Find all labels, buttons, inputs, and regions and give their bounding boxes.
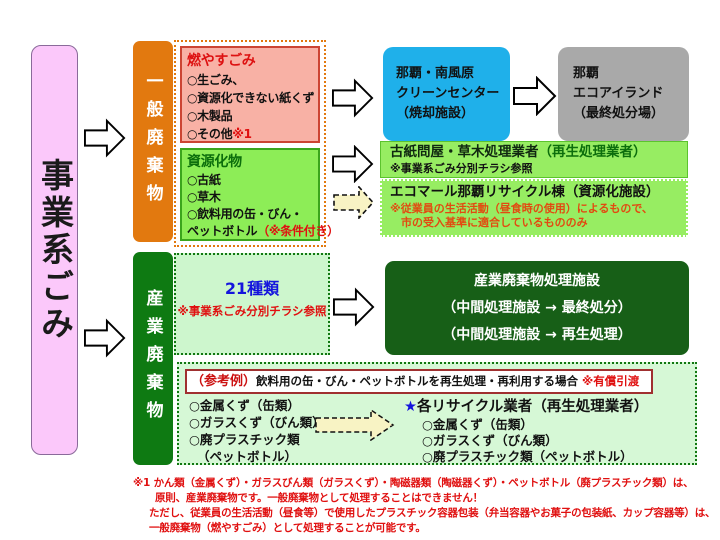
flow-arrow-to-eco-island-icon xyxy=(513,76,557,116)
industrial-kinds-box: 21種類 ※事業系ごみ分別チラシ参照 xyxy=(174,253,330,355)
industrial-waste-label: 産業廃棄物 xyxy=(142,288,163,429)
footnote: ※1 かん類（金属くず）・ガラスびん類（ガラスくず）・陶磁器類（陶磁器くず）・ペ… xyxy=(133,476,716,536)
reference-source-item: ○金属くず（缶類） xyxy=(189,398,300,413)
reference-source-item: ○廃プラスチック類 xyxy=(189,432,300,447)
burnable-item: ○資源化できない紙くず xyxy=(187,91,315,105)
burnable-item: ○生ごみ、 xyxy=(187,73,244,87)
clean-center-box: 那覇・南風原 クリーンセンター （焼却施設） xyxy=(383,47,510,141)
recycler-item: ○廃プラスチック類（ペットボトル） xyxy=(422,449,633,464)
clean-center-line: クリーンセンター xyxy=(396,86,500,101)
industrial-waste-category-box: 産業廃棄物 xyxy=(133,252,173,465)
footnote-ref-mark: ※1 xyxy=(232,127,252,141)
flow-arrow-to-general-icon xyxy=(84,118,126,158)
flow-arrow-to-paper-dealer-icon xyxy=(332,145,374,183)
reference-source-item: （ペットボトル） xyxy=(197,449,298,464)
industrial-processing-box: 産業廃棄物処理施設 （中間処理施設 → 最終処分） （中間処理施設 → 再生処理… xyxy=(385,261,689,355)
processing-line: （中間処理施設 → 再生処理） xyxy=(442,327,632,343)
eco-island-line: 那覇 xyxy=(573,66,600,81)
processing-line: （中間処理施設 → 最終処分） xyxy=(442,300,632,316)
recyclers-list: ★各リサイクル業者（再生処理業者） ○金属くず（缶類） ○ガラスくず（びん類） … xyxy=(404,398,648,465)
recyclable-title: 資源化物 xyxy=(187,154,242,170)
ecomall-title: エコマール那覇リサイクル棟（資源化施設） xyxy=(390,184,660,200)
footnote-line: 一般廃棄物（燃やすごみ）として処理することが可能です。 xyxy=(149,522,426,534)
paper-dealer-note: ※事業系ごみ分別チラシ参照 xyxy=(390,162,533,175)
recyclable-item: ペットボトル（※条件付き） xyxy=(187,224,339,238)
condition-note: （※条件付き） xyxy=(257,224,339,238)
clean-center-line: 那覇・南風原 xyxy=(396,66,475,81)
footnote-line: 原則、産業廃棄物です。一般廃棄物として処理することはできません！ xyxy=(155,492,483,504)
clean-center-line: （焼却施設） xyxy=(396,106,475,121)
recyclers-title: ★各リサイクル業者（再生処理業者） xyxy=(404,399,649,415)
kinds-note: ※事業系ごみ分別チラシ参照 xyxy=(177,304,327,318)
burnable-item: ○木製品 xyxy=(187,109,233,123)
kinds-count: 21種類 xyxy=(224,279,280,298)
reference-source-list: ○金属くず（缶類） ○ガラスくず（びん類） ○廃プラスチック類 （ペットボトル） xyxy=(189,397,325,465)
dashed-arrow-to-ecomall-icon xyxy=(333,186,374,219)
reference-label: （参考例） xyxy=(191,374,257,389)
flow-arrow-to-processing-icon xyxy=(333,287,375,327)
flow-arrow-to-industrial-icon xyxy=(84,318,126,358)
paper-dealer-box: 古紙問屋・草木処理業者（再生処理業者） ※事業系ごみ分別チラシ参照 xyxy=(380,141,688,178)
recyclable-item: ○草木 xyxy=(187,190,221,204)
reference-example-box: （参考例）飲料用の缶・びん・ペットボトルを再生処理・再利用する場合 ※有償引渡 … xyxy=(177,362,697,465)
ecomall-box: エコマール那覇リサイクル棟（資源化施設） ※従業員の生活活動（昼食時の使用）によ… xyxy=(380,179,688,237)
recyclable-waste-box: 資源化物 ○古紙 ○草木 ○飲料用の缶・びん・ ペットボトル（※条件付き） xyxy=(180,148,339,241)
processing-line: 産業廃棄物処理施設 xyxy=(474,273,600,289)
burnable-item: ○その他※1 xyxy=(187,127,252,141)
general-waste-category-box: 一般廃棄物 xyxy=(133,41,173,242)
recycler-item: ○金属くず（缶類） xyxy=(422,417,533,432)
recyclable-item: ○飲料用の缶・びん・ xyxy=(187,207,303,221)
dashed-arrow-to-recyclers-icon xyxy=(315,409,395,441)
burnable-title: 燃やすごみ xyxy=(187,53,256,69)
footnote-line: ※1 かん類（金属くず）・ガラスびん類（ガラスくず）・陶磁器類（陶磁器くず）・ペ… xyxy=(133,477,694,489)
business-waste-root-box: 事業系ごみ xyxy=(31,45,78,455)
burnable-waste-box: 燃やすごみ ○生ごみ、 ○資源化できない紙くず ○木製品 ○その他※1 xyxy=(180,46,320,143)
eco-island-box: 那覇 エコアイランド （最終処分場） xyxy=(558,47,689,141)
flow-arrow-to-clean-center-icon xyxy=(332,78,374,118)
ecomall-note-line: 市の受入基準に適合しているもののみ xyxy=(401,216,588,229)
recyclable-item: ○古紙 xyxy=(187,173,221,187)
paid-transfer-note: ※有償引渡 xyxy=(582,374,640,388)
footnote-line: ただし、従業員の生活活動（昼食等）で使用したプラスチック容器包装（弁当容器やお菓… xyxy=(149,507,716,519)
reference-header: （参考例）飲料用の缶・びん・ペットボトルを再生処理・再利用する場合 ※有償引渡 xyxy=(185,369,653,394)
business-waste-title: 事業系ごみ xyxy=(35,157,75,343)
eco-island-line: （最終処分場） xyxy=(573,106,665,121)
paper-dealer-title: 古紙問屋・草木処理業者（再生処理業者） xyxy=(390,144,647,160)
star-icon: ★ xyxy=(404,399,417,415)
ecomall-note-line: ※従業員の生活活動（昼食時の使用）によるもので、 xyxy=(390,202,653,215)
eco-island-line: エコアイランド xyxy=(573,86,664,101)
general-waste-label: 一般廃棄物 xyxy=(142,71,163,212)
reference-source-item: ○ガラスくず（びん類） xyxy=(189,415,325,430)
recycler-item: ○ガラスくず（びん類） xyxy=(422,433,558,448)
